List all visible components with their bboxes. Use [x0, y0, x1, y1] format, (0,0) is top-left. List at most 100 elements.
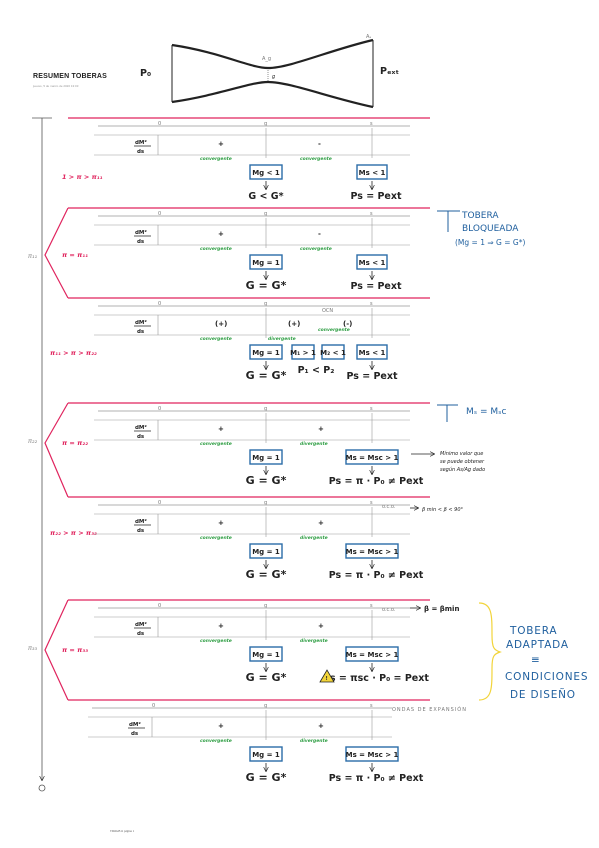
- adapted-line-1: TOBERA: [509, 625, 557, 637]
- result-mass-flow: G = G*: [246, 279, 287, 292]
- beta-min-note: β = βmin: [410, 605, 459, 613]
- adapted-line-2: ADAPTADA: [506, 639, 569, 651]
- tick-g: g: [264, 301, 267, 307]
- sign-conv: +: [218, 425, 224, 433]
- dmds-top: dM²: [129, 721, 141, 728]
- result-exit-pressure: Ps = Pext: [350, 281, 402, 292]
- result-exit-pressure: Ps = π · P₀ ≠ Pext: [329, 570, 424, 581]
- nozzle-pext: Pₑₓₜ: [380, 66, 399, 77]
- tick-0: 0: [158, 121, 161, 127]
- page-footer: TDOGB11 página 1: [110, 829, 135, 833]
- beta-range-note: β min < β < 90°: [410, 507, 463, 513]
- green-label-3: convergente: [318, 327, 350, 333]
- sign-2: (+): [288, 320, 300, 328]
- mach-box: [321, 344, 345, 360]
- green-label-2: divergente: [300, 441, 328, 447]
- case-6-label: π = π₃₃: [62, 646, 88, 654]
- tick-g: g: [264, 121, 267, 127]
- sign-div: +: [318, 622, 324, 630]
- tick-0: 0: [158, 603, 161, 609]
- dmds-top: dM²: [135, 139, 147, 146]
- axis-pi22: π₂₂: [28, 437, 38, 445]
- shock-label: OCN: [322, 308, 333, 314]
- nozzle-sketch: P₀ Pₑₓₜ Aₛ A_g g: [140, 34, 399, 109]
- mach-label: M₁ > 1: [290, 349, 316, 357]
- mach-label: Mg = 1: [252, 651, 280, 659]
- sign-conv: +: [218, 519, 224, 527]
- mach-label: Ms < 1: [359, 349, 386, 357]
- case-separators: [44, 117, 430, 701]
- mach-box: [249, 646, 283, 662]
- green-label-1: convergente: [200, 441, 232, 447]
- mach-box: [249, 164, 283, 180]
- waves-label: ONDAS DE EXPANSIÓN: [392, 706, 467, 713]
- mach-label: Ms < 1: [359, 169, 386, 177]
- tick-s: s: [370, 500, 373, 506]
- sign-3: (-): [343, 320, 352, 328]
- nozzle-g: g: [272, 74, 275, 80]
- dmds-bottom: ds: [137, 434, 145, 440]
- mach-label: Ms = Msc > 1: [346, 548, 399, 556]
- result-exit-pressure: Ps = πsc · P₀ = Pext: [323, 673, 429, 684]
- sign-div: +: [318, 519, 324, 527]
- green-label-1: convergente: [200, 738, 232, 744]
- min-note-1: Mínimo valor que: [440, 450, 483, 457]
- dmds-bottom: ds: [137, 631, 145, 637]
- sign-conv: +: [218, 140, 224, 148]
- dmds-bottom: ds: [131, 731, 139, 737]
- mach-label: Mg = 1: [252, 454, 280, 462]
- dmds-top: dM²: [135, 424, 147, 431]
- axis-pi33: π₃₃: [28, 644, 38, 652]
- green-label-1: convergente: [200, 336, 232, 342]
- mach-box: [249, 254, 283, 270]
- case-4-label: π = π₂₂: [62, 439, 88, 447]
- blocked-line-1: TOBERA: [461, 211, 499, 221]
- tick-g: g: [264, 703, 267, 709]
- green-label-2: divergente: [300, 535, 328, 541]
- page-date: jueves, 5 de marzo de 2020 13:03: [33, 84, 79, 88]
- ms-msc-label: Mₛ = Mₛc: [466, 407, 507, 417]
- dmds-bottom: ds: [137, 528, 145, 534]
- mach-label: Mg = 1: [252, 751, 280, 759]
- mach-label: Ms < 1: [359, 259, 386, 267]
- beta-range: β min < β < 90°: [422, 507, 463, 513]
- tick-g: g: [264, 406, 267, 412]
- pressure-axis: π₁₁ π₂₂ π₃₃: [28, 117, 52, 792]
- mach-box: [249, 543, 283, 559]
- blocked-note: TOBERA BLOQUEADA (Mg = 1 ⇒ G = G*): [437, 210, 525, 247]
- adapted-line-5: DE DISEÑO: [510, 688, 576, 701]
- tick-s: s: [370, 121, 373, 127]
- blocked-line-3: (Mg = 1 ⇒ G = G*): [455, 238, 525, 247]
- dmds-top: dM²: [135, 518, 147, 525]
- mach-box: [356, 254, 388, 270]
- dmds-top: dM²: [135, 621, 147, 628]
- nozzle-p0: P₀: [140, 68, 151, 79]
- green-label-2: divergente: [300, 638, 328, 644]
- min-value-note: Mínimo valor que se puede obtener según …: [411, 450, 485, 473]
- result-exit-pressure: Ps = π · P₀ ≠ Pext: [329, 476, 424, 487]
- case-3-label: π₁₁ > π > π₂₂: [50, 349, 97, 357]
- mach-box: [249, 746, 283, 762]
- blocked-line-2: BLOQUEADA: [462, 224, 519, 234]
- green-label-1: convergente: [200, 638, 232, 644]
- mach-box: [345, 646, 399, 662]
- tick-s: s: [370, 603, 373, 609]
- mach-label: Ms = Msc > 1: [346, 651, 399, 659]
- case-2-label: π = π₁₁: [62, 251, 88, 259]
- mach-label: Ms = Msc > 1: [346, 751, 399, 759]
- tick-s: s: [370, 406, 373, 412]
- axis-pi11: π₁₁: [28, 252, 38, 260]
- mach-box: [356, 164, 388, 180]
- dmds-top: dM²: [135, 229, 147, 236]
- tick-g: g: [264, 603, 267, 609]
- oco-label: o.c.o.: [382, 504, 396, 510]
- ms-msc-note: Mₛ = Mₛc: [437, 404, 507, 422]
- mach-label: Mg = 1: [252, 548, 280, 556]
- min-note-3: según As/Ag dado: [440, 466, 485, 473]
- beta-min: β = βmin: [424, 605, 459, 613]
